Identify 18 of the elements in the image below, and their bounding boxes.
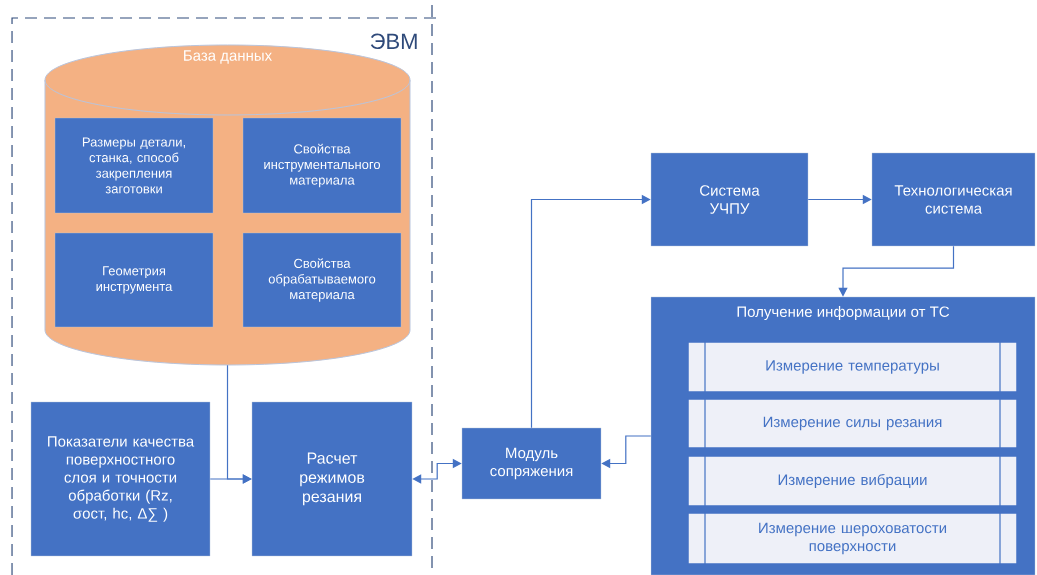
process-box: Модуль сопряжения: [461, 427, 602, 500]
process-box: Система УЧПУ: [650, 152, 809, 247]
arrow: [601, 435, 652, 469]
arrow: [412, 458, 462, 484]
process-box: Размеры детали, станка, способ закрепления заготовки: [54, 117, 214, 214]
measurement-row: Измерение температуры: [687, 341, 1018, 393]
process-box: Свойства обрабатываемого материала: [242, 232, 402, 328]
process-box: Свойства инструментального материала: [242, 117, 402, 214]
process-box: Геометрия инструмента: [54, 232, 214, 328]
process-box: Технологическая система: [871, 152, 1036, 247]
arrow: [530, 194, 651, 429]
measurement-row: Измерение силы резания: [687, 398, 1018, 449]
measurement-row: Измерение вибрации: [687, 455, 1018, 507]
measurement-row: Измерение шероховатости поверхности: [687, 512, 1018, 565]
arrow: [838, 245, 955, 297]
process-box: Расчет режимов резания: [251, 401, 413, 557]
process-box: Показатели качества поверхностного слоя и точности обработки (Rz, σост, hc, Δ∑ ): [30, 401, 211, 557]
arrow: [209, 474, 252, 484]
